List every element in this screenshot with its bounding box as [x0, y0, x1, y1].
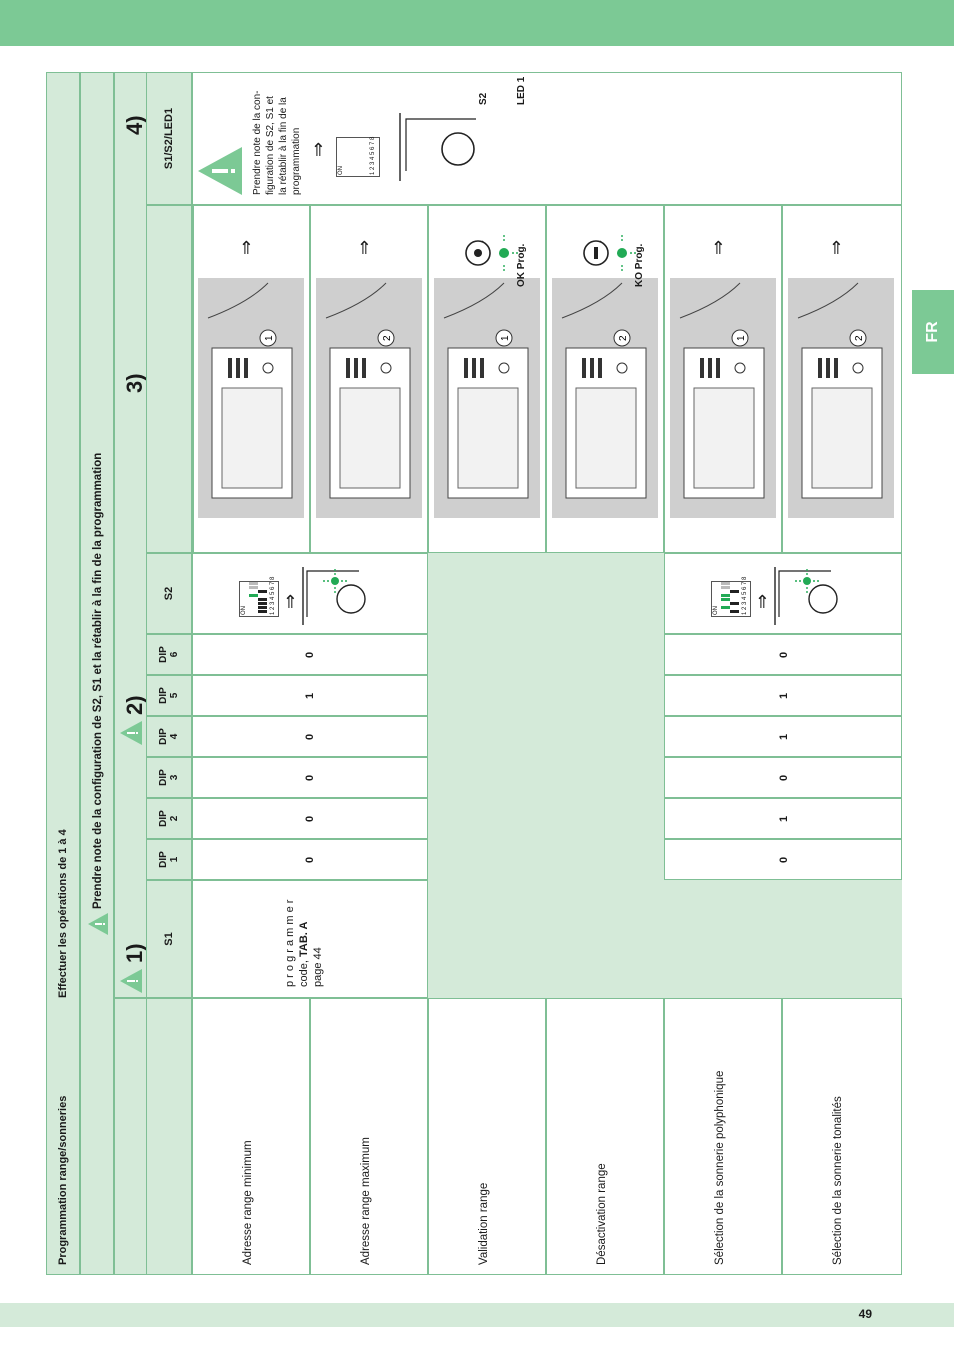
- col-head-s1: S1: [146, 880, 192, 998]
- svg-text:1: 1: [500, 335, 511, 341]
- warning-note: Prendre note de la configuration de S2, …: [92, 452, 104, 909]
- s1-note-line1: p r o g r a m m e r: [284, 899, 296, 987]
- dip-value: 1: [778, 692, 790, 699]
- row-label-desactivation: Désactivation range: [596, 1163, 608, 1265]
- arrow-icon: ⇒: [752, 593, 772, 609]
- s1-cell: [192, 880, 428, 998]
- warning-icon: [120, 969, 142, 993]
- led-panel-icon: [302, 567, 366, 625]
- step4-note-l1: Prendre note de la con-: [252, 90, 263, 195]
- dip-value: 1: [304, 692, 316, 699]
- step-2-label: 2): [122, 695, 147, 715]
- shaded-region: [782, 880, 902, 998]
- table-subtitle: Effectuer les opérations de 1 à 4: [57, 829, 69, 998]
- row-label-min: Adresse range minimum: [242, 1140, 254, 1265]
- arrow-icon: ⇒: [826, 239, 846, 255]
- s1-note-line3: page 44: [312, 947, 324, 987]
- ok-prog-label: OK Prog.: [516, 243, 527, 287]
- row-label-validation: Validation range: [478, 1182, 490, 1265]
- step4-led-label: LED 1: [516, 76, 527, 105]
- table-title: Programmation range/sonneries: [57, 1095, 69, 1265]
- dip-value: 0: [778, 651, 790, 658]
- row-label-polyphonique: Sélection de la sonnerie polyphonique: [714, 1070, 726, 1265]
- col-head-s3: [146, 205, 192, 553]
- device-drawing: 1: [207, 282, 293, 499]
- programming-table: Programmation range/sonneries Effectuer …: [46, 72, 902, 1275]
- switch-levers: [249, 582, 267, 613]
- switch-levers: [721, 582, 739, 613]
- step4-note-l2: figuration de S2, S1 et: [265, 96, 276, 195]
- svg-text:2: 2: [854, 335, 865, 341]
- dip-value: 1: [778, 815, 790, 822]
- svg-text:2: 2: [618, 335, 629, 341]
- svg-text:1: 1: [736, 335, 747, 341]
- dip-value: 0: [778, 856, 790, 863]
- dip-value: 1: [778, 733, 790, 740]
- step-1-label: 1): [122, 943, 147, 963]
- col-head-s2: S2: [146, 553, 192, 634]
- svg-text:2: 2: [382, 335, 393, 341]
- divider: [192, 205, 194, 553]
- arrow-icon: ⇒: [308, 141, 328, 157]
- arrow-icon: ⇒: [280, 593, 300, 609]
- arrow-icon: ⇒: [708, 239, 728, 255]
- switch-on-label: ON: [338, 166, 344, 175]
- device-drawing: 2: [561, 282, 647, 499]
- dip-value: 0: [304, 815, 316, 822]
- device-drawing: 1: [443, 282, 529, 499]
- ko-prog-label: KO Prog.: [634, 243, 645, 287]
- switch-numbers: 1 2 3 4 5 6 7 8: [270, 576, 276, 615]
- warning-icon: [120, 721, 142, 745]
- device-drawing: 1: [679, 282, 765, 499]
- switch-numbers: 1 2 3 4 5 6 7 8: [742, 576, 748, 615]
- step-4-label: 4): [122, 115, 147, 135]
- step4-note-l3: la rétablir à la fin de la: [278, 97, 289, 195]
- device-drawing: 2: [797, 282, 883, 499]
- switch-on-label: ON: [241, 606, 247, 615]
- warning-icon: [198, 147, 242, 195]
- arrow-icon: ⇒: [236, 239, 256, 255]
- dip-value: 0: [304, 856, 316, 863]
- top-band: [0, 0, 954, 46]
- step-3-label: 3): [122, 373, 147, 393]
- switch-numbers: 1 2 3 4 5 6 7 8: [370, 136, 376, 175]
- step4-note-l4: programmation: [291, 127, 302, 195]
- device-drawing: 2: [325, 282, 411, 499]
- warning-icon: [88, 913, 108, 935]
- col-head-left: [146, 998, 192, 1275]
- col-head-s4: S1/S2/LED1: [146, 72, 192, 205]
- page-number: 49: [858, 1307, 872, 1321]
- led-panel-icon: [774, 567, 838, 625]
- row-label-tonalites: Sélection de la sonnerie tonalités: [832, 1096, 844, 1265]
- dip-value: 0: [304, 733, 316, 740]
- led-panel-icon: [399, 113, 476, 181]
- header-row-1: [46, 72, 80, 1275]
- dip-value: 0: [304, 774, 316, 781]
- ko-prog-icon: [583, 233, 638, 273]
- svg-text:1: 1: [264, 335, 275, 341]
- arrow-icon: ⇒: [354, 239, 374, 255]
- step4-s2-label: S2: [478, 92, 489, 105]
- ok-prog-icon: [465, 233, 520, 273]
- dip-value: 0: [304, 651, 316, 658]
- dip-value: 0: [778, 774, 790, 781]
- language-tab: FR: [912, 290, 954, 374]
- switch-on-label: ON: [713, 606, 719, 615]
- row-label-max: Adresse range maximum: [360, 1137, 372, 1265]
- s1-note-line2: code, TAB. A: [298, 921, 310, 987]
- bottom-band: 49: [0, 1303, 954, 1327]
